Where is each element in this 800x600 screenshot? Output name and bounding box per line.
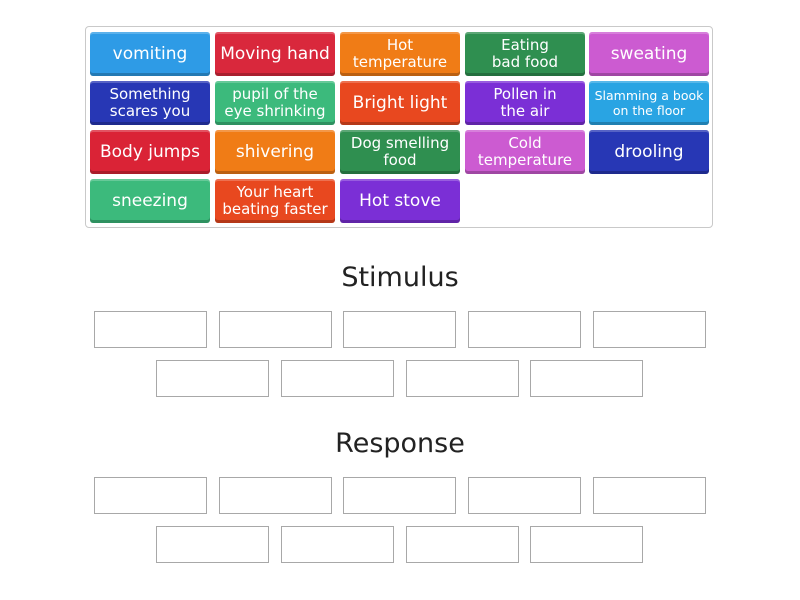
- tile-hot-stove[interactable]: Hot stove: [340, 179, 460, 223]
- tile-slamming-a-book[interactable]: Slamming a book on the floor: [589, 81, 709, 125]
- tile-body-jumps[interactable]: Body jumps: [90, 130, 210, 174]
- stimulus-drop-slot[interactable]: [406, 360, 519, 397]
- tile-pollen-in-the-air[interactable]: Pollen in the air: [465, 81, 585, 125]
- tile-sweating[interactable]: sweating: [589, 32, 709, 76]
- response-drop-slot[interactable]: [281, 526, 394, 563]
- response-drop-slot[interactable]: [94, 477, 207, 514]
- response-drop-slot[interactable]: [406, 526, 519, 563]
- response-drop-slot[interactable]: [468, 477, 581, 514]
- stimulus-drop-slot[interactable]: [530, 360, 643, 397]
- response-drop-slot[interactable]: [156, 526, 269, 563]
- tile-heart-beating-faster[interactable]: Your heart beating faster: [215, 179, 335, 223]
- tile-cold-temperature[interactable]: Cold temperature: [465, 130, 585, 174]
- stimulus-drop-slot[interactable]: [343, 311, 456, 348]
- tile-sneezing[interactable]: sneezing: [90, 179, 210, 223]
- stimulus-drop-slot[interactable]: [593, 311, 706, 348]
- response-drop-slot[interactable]: [530, 526, 643, 563]
- tile-hot-temperature[interactable]: Hot temperature: [340, 32, 460, 76]
- tile-tray: vomiting Moving hand Hot temperature Eat…: [85, 26, 713, 228]
- response-drop-slot[interactable]: [219, 477, 332, 514]
- tile-eating-bad-food[interactable]: Eating bad food: [465, 32, 585, 76]
- tile-something-scares-you[interactable]: Something scares you: [90, 81, 210, 125]
- response-drop-slot[interactable]: [593, 477, 706, 514]
- tile-bright-light[interactable]: Bright light: [340, 81, 460, 125]
- stimulus-drop-slot[interactable]: [219, 311, 332, 348]
- tile-dog-smelling-food[interactable]: Dog smelling food: [340, 130, 460, 174]
- stimulus-drop-slot[interactable]: [94, 311, 207, 348]
- tile-moving-hand[interactable]: Moving hand: [215, 32, 335, 76]
- stimulus-drop-slot[interactable]: [281, 360, 394, 397]
- tile-drooling[interactable]: drooling: [589, 130, 709, 174]
- stimulus-drop-slot[interactable]: [468, 311, 581, 348]
- tile-pupil-shrinking[interactable]: pupil of the eye shrinking: [215, 81, 335, 125]
- tile-shivering[interactable]: shivering: [215, 130, 335, 174]
- stimulus-drop-slot[interactable]: [156, 360, 269, 397]
- response-heading: Response: [335, 428, 465, 459]
- tile-vomiting[interactable]: vomiting: [90, 32, 210, 76]
- stimulus-heading: Stimulus: [341, 262, 459, 293]
- response-drop-slot[interactable]: [343, 477, 456, 514]
